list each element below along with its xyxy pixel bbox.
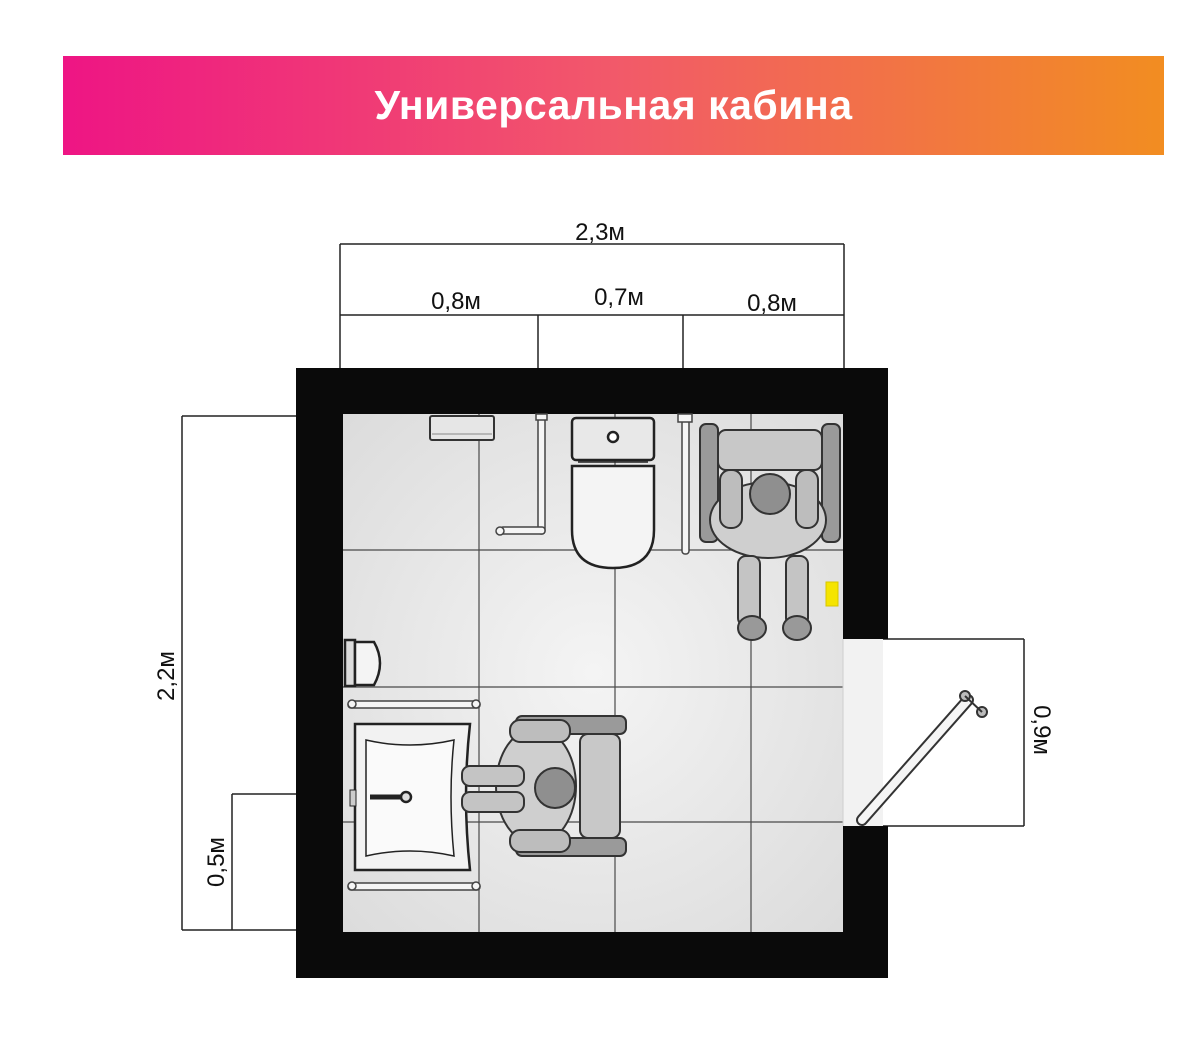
- sink-grab-bar-bottom: [347, 881, 481, 891]
- grab-bar-left: [495, 413, 548, 536]
- page-title: Универсальная кабина: [374, 82, 853, 128]
- door-leaf: [856, 690, 988, 826]
- toilet: [570, 416, 656, 570]
- total-width-label: 2,3м: [575, 219, 625, 246]
- total-depth-label: 2,2м: [153, 651, 180, 701]
- segment-right-label: 0,8м: [747, 290, 797, 317]
- door-width-label: 0,9м: [1028, 705, 1055, 755]
- grab-bar-right: [677, 413, 693, 555]
- sink-grab-bar-top: [347, 699, 481, 709]
- sink: [349, 722, 472, 872]
- width-dimension-lines: [339, 243, 845, 368]
- wheelchair-user-top: [699, 423, 841, 641]
- call-button: [825, 581, 839, 607]
- segment-middle-label: 0,7м: [594, 284, 644, 311]
- wall-basin-small: [343, 638, 382, 688]
- door-dimension-lines: [882, 638, 1025, 827]
- dispenser: [429, 415, 495, 441]
- sink-depth-label: 0,5м: [203, 837, 230, 887]
- title-banner: Универсальная кабина: [63, 56, 1164, 155]
- segment-left-label: 0,8м: [431, 288, 481, 315]
- wheelchair-user-bottom: [461, 715, 627, 857]
- depth-dimension-lines: [181, 415, 296, 931]
